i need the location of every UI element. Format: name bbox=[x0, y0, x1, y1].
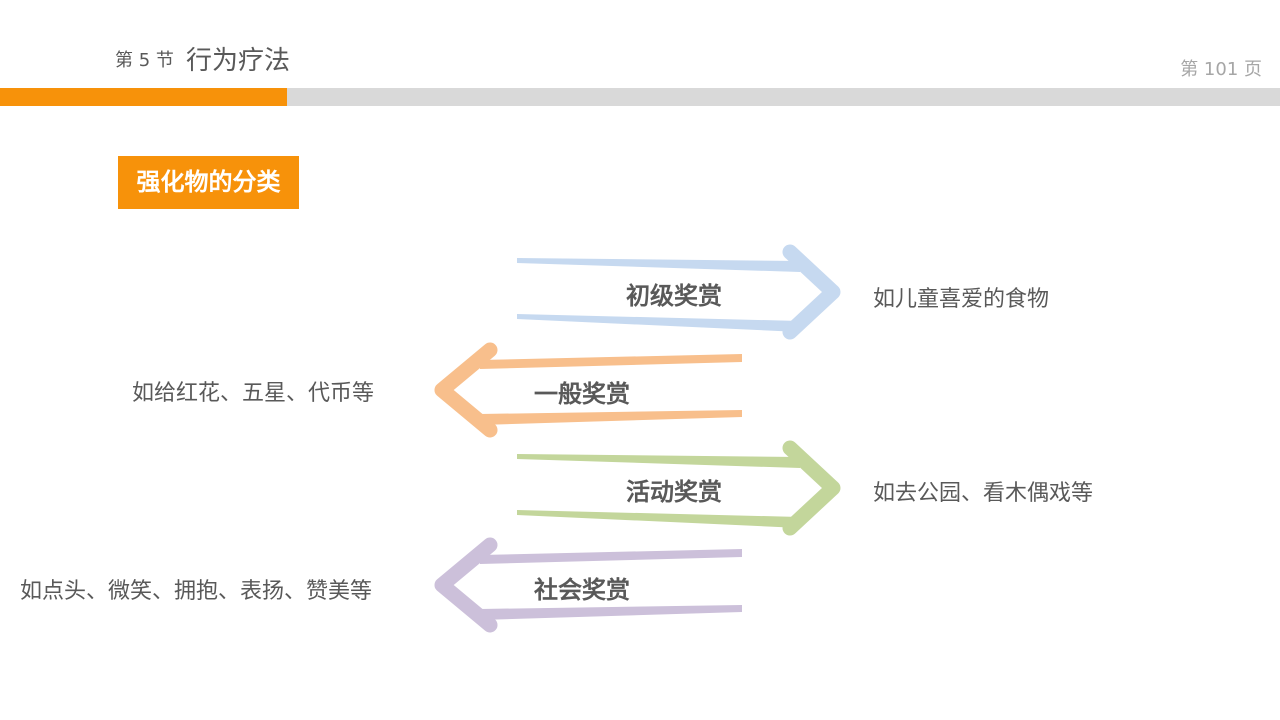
arrow-head bbox=[434, 537, 498, 633]
reward-label-activity: 活动奖赏 bbox=[626, 478, 722, 506]
arrow-shaft bbox=[480, 354, 742, 369]
arrow-left bbox=[434, 342, 742, 438]
section-number: 第 5 节 bbox=[115, 50, 174, 71]
arrow-head bbox=[434, 342, 498, 438]
reward-label-primary: 初级奖赏 bbox=[626, 282, 722, 310]
arrow-shaft bbox=[517, 454, 800, 468]
arrow-shaft bbox=[517, 510, 800, 528]
page-title: 行为疗法 bbox=[186, 46, 291, 76]
arrow-shaft bbox=[480, 605, 742, 620]
arrow-right bbox=[517, 244, 841, 340]
arrow-shaft bbox=[517, 314, 800, 332]
progress-bar-fill bbox=[0, 88, 287, 106]
arrow-shaft bbox=[480, 549, 742, 564]
arrow-shaft bbox=[517, 258, 800, 272]
reward-desc-activity: 如去公园、看木偶戏等 bbox=[873, 481, 1094, 506]
reward-label-general: 一般奖赏 bbox=[534, 380, 630, 408]
reward-desc-social: 如点头、微笑、拥抱、表扬、赞美等 bbox=[20, 579, 373, 604]
reward-label-social: 社会奖赏 bbox=[534, 576, 630, 604]
page-number: 第 101 页 bbox=[1180, 59, 1262, 80]
arrow-head bbox=[782, 440, 841, 536]
arrow-right bbox=[517, 440, 841, 536]
arrow-left bbox=[434, 537, 742, 633]
reward-desc-general: 如给红花、五星、代币等 bbox=[132, 381, 375, 406]
progress-bar-track bbox=[287, 88, 1280, 106]
arrow-head bbox=[782, 244, 841, 340]
reward-desc-primary: 如儿童喜爱的食物 bbox=[873, 287, 1050, 312]
category-heading: 强化物的分类 bbox=[118, 156, 299, 209]
arrow-shaft bbox=[480, 410, 742, 425]
